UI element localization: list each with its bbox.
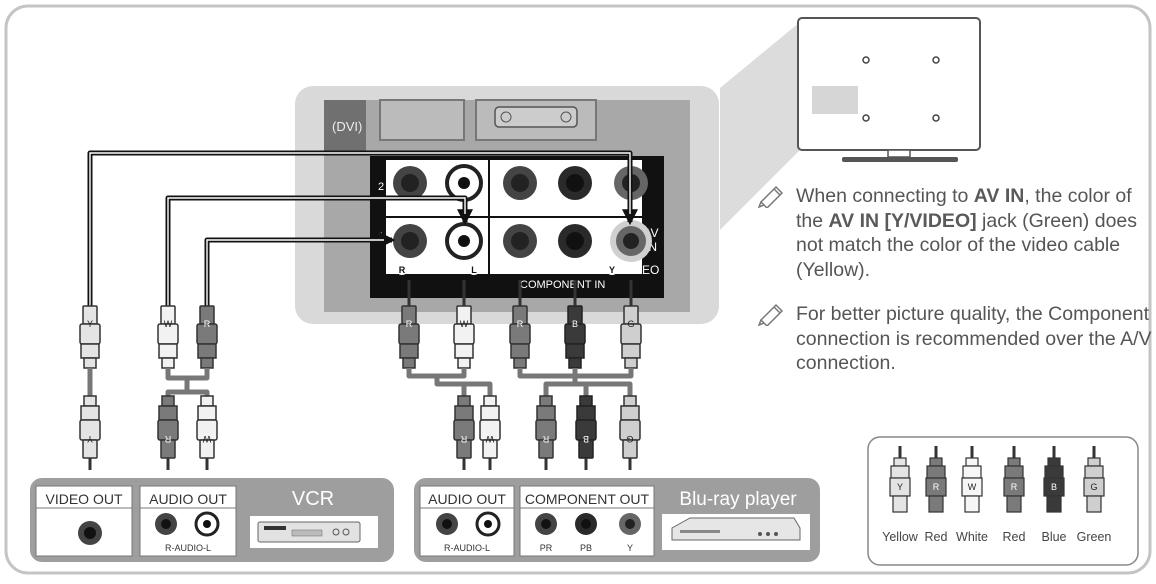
jack-row-1 <box>393 220 652 262</box>
note-av-in: When connecting to AV IN, the color of t… <box>758 184 1154 282</box>
legend-plug-letter: Y <box>897 482 903 492</box>
legend-plug-white: W White <box>956 446 988 544</box>
bluray-pb-label: PB <box>580 543 592 553</box>
legend-plug-letter: B <box>1051 482 1057 492</box>
bottom-plug-blue-label: B <box>583 434 589 444</box>
bluray-player-icon <box>662 514 810 550</box>
legend-plug-letter: R <box>933 482 940 492</box>
legend-color-name: Yellow <box>882 530 919 544</box>
video-label-group: Y VIDEO <box>606 263 659 277</box>
note1-text-2: , the color of the <box>796 185 1132 232</box>
top-plugs: Y W R R W R B G <box>79 280 642 369</box>
top-plug-green-label: G <box>627 319 634 329</box>
note1-jack: AV IN [Y/VIDEO] <box>828 209 977 232</box>
pencil-note-icon <box>758 303 784 326</box>
tv-illustration <box>720 17 981 230</box>
legend-plug-red: R Red <box>925 446 948 544</box>
vcr-video-out-label: VIDEO OUT <box>45 491 122 507</box>
top-plug-white-1-label: W <box>164 319 173 329</box>
top-plug-yellow-label: Y <box>87 319 93 329</box>
vcr-icon <box>250 516 378 548</box>
jack-row-2 <box>393 164 648 202</box>
cable-color-legend: Y Yellow R Red W White R Red B Blue G Green <box>867 436 1139 566</box>
bluray-device: AUDIO OUT COMPONENT OUT R-AUDIO-L PR PB … <box>414 478 820 562</box>
legend-color-name: Green <box>1077 530 1112 544</box>
note-component: For better picture quality, the Componen… <box>758 302 1154 376</box>
top-plug-red-2-label: R <box>406 319 413 329</box>
bottom-plug-red-3-label: R <box>542 434 549 444</box>
tv-back-panel: (DVI) 2 1 AV IN <box>295 86 719 324</box>
legend-plug-red-2: R Red <box>1003 446 1026 544</box>
bluray-audio-out-label: AUDIO OUT <box>428 491 506 507</box>
dvi-port <box>324 100 366 152</box>
video-y-badge: Y <box>609 265 615 275</box>
note1-text-3: jack (Green) does not match the color of… <box>796 209 1138 281</box>
bottom-plug-white-2-label: W <box>485 434 494 444</box>
bluray-component-out-label: COMPONENT OUT <box>525 491 650 507</box>
bottom-plug-green-label: G <box>626 434 633 444</box>
note1-av-in: AV IN <box>973 185 1025 207</box>
bottom-plug-white-1-label: W <box>202 434 211 444</box>
bluray-y-label: Y <box>627 543 633 553</box>
legend-plug-blue: B Blue <box>1041 446 1067 544</box>
top-plug-white-2-label: W <box>460 319 469 329</box>
vcr-name: VCR <box>292 488 334 510</box>
legend-color-name: Red <box>1003 530 1026 544</box>
bluray-name: Blu-ray player <box>679 489 797 510</box>
bottom-plug-red-2-label: R <box>460 434 467 444</box>
top-plug-red-1-label: R <box>204 319 211 329</box>
audio-label: AUDIO <box>421 263 459 277</box>
note1-text-1: When connecting to <box>796 185 974 207</box>
dvi-label: (DVI) <box>332 119 362 134</box>
bluray-pr-label: PR <box>540 543 553 553</box>
legend-plug-yellow: Y Yellow <box>882 446 919 544</box>
legend-color-name: Blue <box>1041 530 1066 544</box>
legend-plug-letter: W <box>968 482 977 492</box>
pencil-note-icon <box>758 185 784 208</box>
audio-r-badge: R <box>399 265 406 275</box>
row-2-label: 2 <box>378 181 384 193</box>
bluray-audio-sub-label: R-AUDIO-L <box>444 543 490 553</box>
audio-label-group: R AUDIO L <box>396 263 480 277</box>
legend-plug-letter: G <box>1090 482 1097 492</box>
bottom-plug-red-1-label: R <box>164 434 171 444</box>
video-label: VIDEO <box>622 263 659 277</box>
cable-harness <box>87 368 634 398</box>
bottom-plugs: Y R W R W R B G <box>79 395 641 470</box>
legend-plug-green: G Green <box>1077 446 1112 544</box>
component-in-label: COMPONENT IN <box>520 279 605 291</box>
legend-plug-letter: R <box>1011 482 1018 492</box>
bottom-plug-yellow-label: Y <box>87 434 93 444</box>
note2-text: For better picture quality, the Componen… <box>796 303 1152 374</box>
audio-l-badge: L <box>471 265 477 275</box>
vcr-audio-out-label: AUDIO OUT <box>149 491 227 507</box>
vcr-audio-sub-label: R-AUDIO-L <box>165 543 211 553</box>
top-plug-red-3-label: R <box>517 319 524 329</box>
legend-color-name: Red <box>925 530 948 544</box>
av-cables-highlight <box>89 152 631 308</box>
legend-color-name: White <box>956 530 988 544</box>
top-plug-blue-label: B <box>572 319 578 329</box>
vcr-device: VIDEO OUT AUDIO OUT R-AUDIO-L VCR <box>30 478 394 562</box>
